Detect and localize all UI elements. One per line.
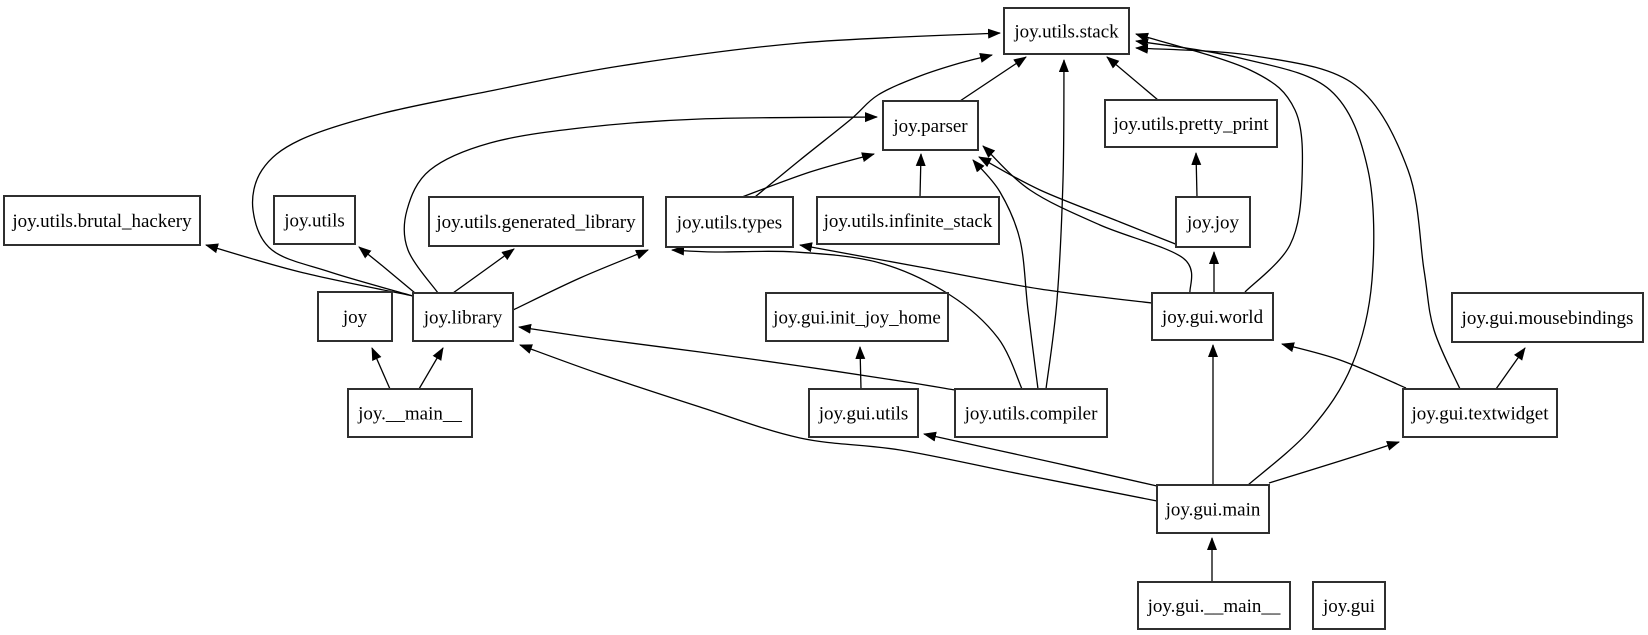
node-joy-utils-brutal-hackery: joy.utils.brutal_hackery <box>3 195 201 246</box>
node-label-joy-gui-main: joy.gui.__main__ <box>1147 596 1281 617</box>
node-box-joy-joy <box>1175 196 1251 248</box>
node-label-joy: joy <box>342 307 368 328</box>
node-box-joy-utils-stack <box>1003 7 1130 55</box>
edge-joy-gui-main-to-joy-gui-textwidget <box>1268 440 1400 484</box>
node-label-joy-gui-textwidget: joy.gui.textwidget <box>1410 404 1549 425</box>
node-joy-utils-generated-library: joy.utils.generated_library <box>428 196 644 247</box>
node-joy-gui-world: joy.gui.world <box>1151 292 1274 341</box>
node-label-joy-utils-generated-library: joy.utils.generated_library <box>435 212 636 233</box>
edge-joy-utils-compiler-to-joy-utils-stack <box>1045 59 1069 390</box>
node-joy-parser: joy.parser <box>882 100 979 151</box>
node-label-joy-utils-types: joy.utils.types <box>676 213 782 234</box>
edge-joy-gui-main-to-joy-utils-stack <box>1135 37 1375 486</box>
node-label-joy-gui-utils: joy.gui.utils <box>818 404 909 425</box>
node-label-joy-gui: joy.gui <box>1322 596 1375 617</box>
node-layer: joy.utils.stack joy.parser joy.utils.prett… <box>3 7 1644 630</box>
node-joy-utils: joy.utils <box>273 195 356 245</box>
node-box-joy-utils-brutal-hackery <box>3 195 201 246</box>
edge-layer <box>205 28 1526 582</box>
node-joy-gui-mousebindings: joy.gui.mousebindings <box>1451 292 1644 343</box>
node-box-joy-utils-generated-library <box>428 196 644 247</box>
node-label-joy-utils-compiler: joy.utils.compiler <box>964 404 1098 425</box>
node-box-joy <box>317 291 393 342</box>
edge-joy-main-to-joy-library <box>418 347 444 390</box>
node-joy-gui-textwidget: joy.gui.textwidget <box>1402 388 1558 438</box>
edge-joy-library-to-joy-utils-brutal-hackery <box>205 243 414 297</box>
node-box-joy-utils-types <box>665 196 794 248</box>
edge-joy-utils-types-to-joy-utils-stack <box>754 53 993 198</box>
node-box-joy-gui-world <box>1151 292 1274 341</box>
edge-joy-gui-world-to-joy-utils-stack <box>1135 32 1304 293</box>
node-label-joy-utils-pretty-print: joy.utils.pretty_print <box>1113 114 1270 135</box>
node-label-joy-utils-stack: joy.utils.stack <box>1013 22 1119 43</box>
edge-joy-parser-to-joy-utils-stack <box>959 56 1027 102</box>
node-box-joy-utils-infinite-stack <box>816 196 1000 245</box>
node-joy-joy: joy.joy <box>1175 196 1251 248</box>
edge-joy-joy-to-joy-parser <box>978 156 1179 246</box>
node-label-joy-joy: joy.joy <box>1186 213 1240 234</box>
edge-joy-utils-compiler-to-joy-utils-types <box>671 245 1023 390</box>
node-joy-utils-stack: joy.utils.stack <box>1003 7 1130 55</box>
edge-joy-gui-textwidget-to-joy-gui-mousebindings <box>1495 347 1526 390</box>
edge-joy-library-to-joy-utils-types <box>512 249 649 311</box>
node-label-joy-gui-world: joy.gui.world <box>1161 307 1264 328</box>
edge-joy-joy-to-joy-utils-pretty-print <box>1191 152 1202 198</box>
node-box-joy-library <box>412 292 514 342</box>
node-box-joy-parser <box>882 100 979 151</box>
node-joy-library: joy.library <box>412 292 514 342</box>
edge-joy-utils-compiler-to-joy-library <box>518 323 956 391</box>
node-joy-main: joy.__main__ <box>347 388 473 438</box>
edge-joy-gui-utils-to-joy-gui-init-joy-home <box>855 346 866 390</box>
edge-joy-utils-infinite-stack-to-joy-parser <box>915 153 926 198</box>
edge-joy-gui-textwidget-to-joy-utils-stack <box>1135 43 1461 390</box>
node-joy-utils-infinite-stack: joy.utils.infinite_stack <box>816 196 1000 245</box>
node-box-joy-gui-textwidget <box>1402 388 1558 438</box>
node-joy-gui-utils: joy.gui.utils <box>808 388 919 438</box>
edge-joy-utils-pretty-print-to-joy-utils-stack <box>1106 56 1159 101</box>
node-joy-gui-main: joy.gui.main <box>1156 484 1270 534</box>
edge-joy-utils-types-to-joy-parser <box>741 152 875 198</box>
node-joy-utils-types: joy.utils.types <box>665 196 794 248</box>
node-label-joy-gui-init-joy-home: joy.gui.init_joy_home <box>772 308 941 329</box>
node-joy-utils-compiler: joy.utils.compiler <box>954 388 1108 438</box>
edge-joy-utils-compiler-to-joy-parser <box>972 159 1039 390</box>
node-joy-gui: joy.gui <box>1312 581 1386 630</box>
node-label-joy-gui-mousebindings: joy.gui.mousebindings <box>1461 308 1634 329</box>
edge-joy-library-to-joy-parser <box>403 112 878 294</box>
node-label-joy-utils-brutal-hackery: joy.utils.brutal_hackery <box>11 211 192 232</box>
edge-joy-library-to-joy-utils <box>358 246 416 294</box>
edge-joy-library-to-joy-utils-stack <box>251 28 1001 297</box>
edge-joy-gui-world-to-joy-utils-types <box>799 242 1153 304</box>
node-box-joy-gui <box>1312 581 1386 630</box>
edge-joy-library-to-joy-utils-generated-library <box>452 248 515 294</box>
node-label-joy-gui-main: joy.gui.main <box>1165 500 1261 521</box>
node-joy-utils-pretty-print: joy.utils.pretty_print <box>1104 99 1278 148</box>
node-label-joy-utils: joy.utils <box>283 211 345 232</box>
edge-joy-gui-world-to-joy-parser <box>982 145 1193 294</box>
node-label-joy-library: joy.library <box>423 308 503 329</box>
node-box-joy-utils-compiler <box>954 388 1108 438</box>
node-box-joy-main <box>347 388 473 438</box>
edge-joy-main-to-joy <box>371 347 391 390</box>
node-label-joy-parser: joy.parser <box>892 116 968 137</box>
edge-joy-gui-textwidget-to-joy-gui-world <box>1281 342 1407 389</box>
node-joy: joy <box>317 291 393 342</box>
node-box-joy-utils-pretty-print <box>1104 99 1278 148</box>
node-joy-gui-main: joy.gui.__main__ <box>1137 581 1291 630</box>
node-box-joy-gui-utils <box>808 388 919 438</box>
edge-joy-gui-main-to-joy-gui-utils <box>923 431 1158 487</box>
node-label-joy-utils-infinite-stack: joy.utils.infinite_stack <box>823 211 993 232</box>
node-joy-gui-init-joy-home: joy.gui.init_joy_home <box>765 292 949 342</box>
edge-joy-gui-main-to-joy-library <box>519 344 1158 502</box>
node-label-joy-main: joy.__main__ <box>357 404 462 425</box>
node-box-joy-gui-init-joy-home <box>765 292 949 342</box>
node-box-joy-gui-main <box>1137 581 1291 630</box>
node-box-joy-gui-main <box>1156 484 1270 534</box>
node-box-joy-utils <box>273 195 356 245</box>
node-box-joy-gui-mousebindings <box>1451 292 1644 343</box>
